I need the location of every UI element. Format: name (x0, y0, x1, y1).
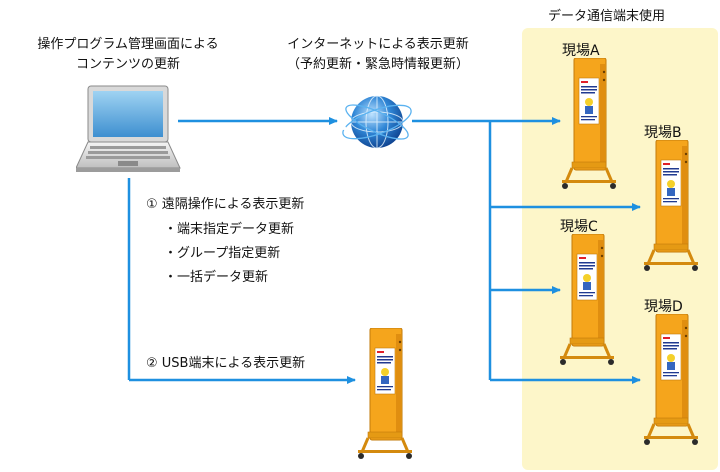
remote-item-1: ・端末指定データ更新 (164, 222, 295, 237)
remote-heading: ① 遠隔操作による表示更新 (146, 197, 305, 212)
site-label-c: 現場C (560, 219, 598, 235)
remote-item-2: ・グループ指定更新 (164, 246, 281, 261)
laptop-icon (76, 85, 181, 172)
internet-title-line1: インターネットによる表示更新 (287, 37, 469, 52)
site-label-b: 現場B (644, 125, 682, 141)
signboard-icon-c (558, 234, 616, 367)
zone-title: データ通信端末使用 (548, 9, 666, 24)
usb-heading: ② USB端末による表示更新 (146, 356, 306, 371)
signboard-icon-a (560, 58, 618, 191)
signboard-icon-usb (356, 328, 414, 461)
site-label-d: 現場D (644, 299, 683, 315)
internet-title-line2: （予約更新・緊急時情報更新） (286, 57, 469, 72)
operator-title-line2: コンテンツの更新 (75, 57, 180, 72)
operator-title-line1: 操作プログラム管理画面による (37, 37, 219, 52)
site-label-a: 現場A (562, 43, 600, 59)
remote-item-3: ・一括データ更新 (164, 270, 269, 285)
signboard-icon-b (642, 140, 700, 273)
signboard-icon-d (642, 314, 700, 447)
globe-icon (342, 90, 412, 149)
